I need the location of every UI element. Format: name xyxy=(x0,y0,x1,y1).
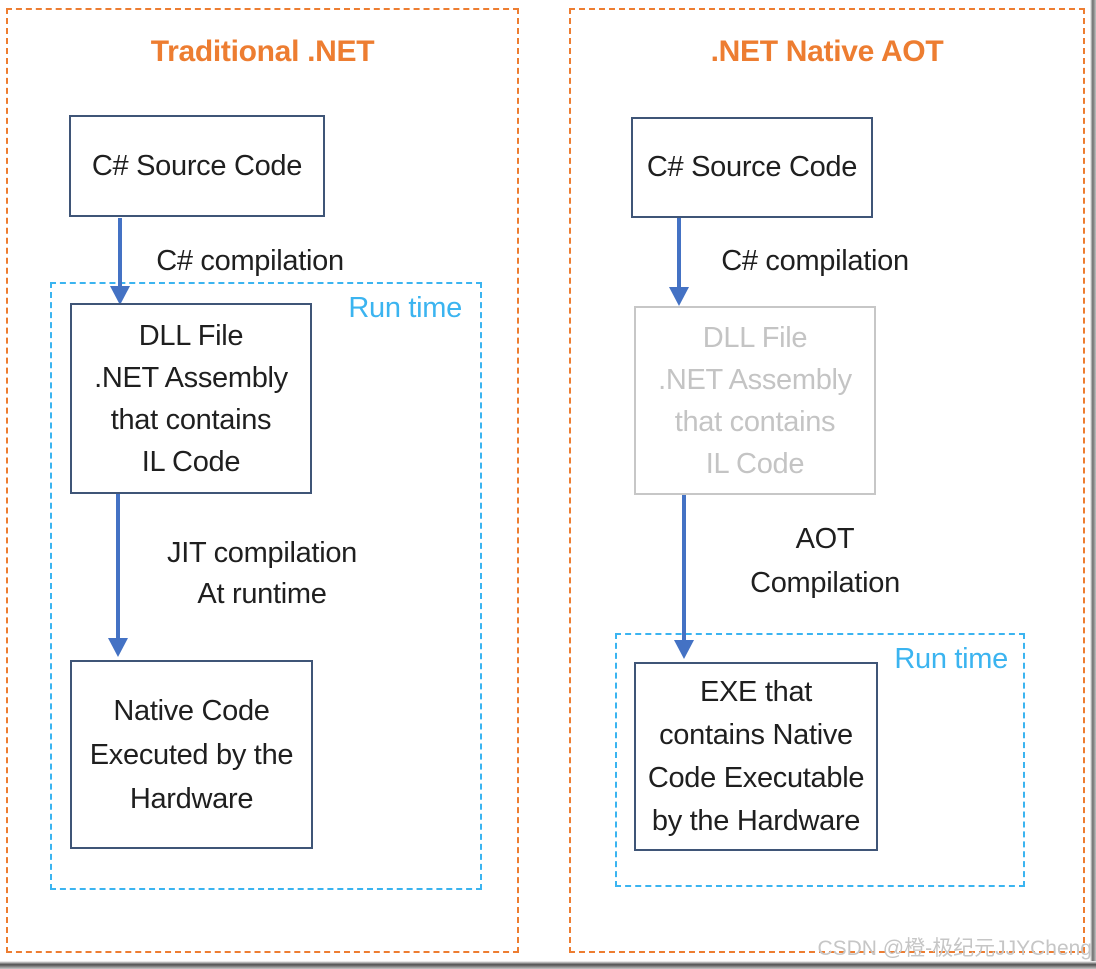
label-jit-compilation: JIT compilation At runtime xyxy=(167,533,357,615)
arrow-shaft xyxy=(677,218,681,287)
il-line-2: .NET Assembly xyxy=(94,361,288,394)
runtime-label-traditional: Run time xyxy=(348,292,462,324)
exe-lines: EXE that contains Native Code Executable… xyxy=(647,671,865,843)
arrow-head-icon xyxy=(110,286,130,305)
il-assembly-box-native-aot: DLL File .NET Assembly that contains IL … xyxy=(634,306,876,495)
source-code-box-traditional: C# Source Code xyxy=(69,115,325,217)
exe-box-native-aot: EXE that contains Native Code Executable… xyxy=(634,662,878,851)
il-line-1: DLL File xyxy=(702,321,808,354)
jit-label-line-2: At runtime xyxy=(197,578,327,610)
arrow-shaft xyxy=(682,495,686,641)
runtime-region-traditional: Run time xyxy=(50,282,482,890)
panel-traditional-title: Traditional .NET xyxy=(150,35,375,68)
runtime-label-native-aot: Run time xyxy=(894,643,1008,675)
aot-label-line-1: AOT xyxy=(795,523,855,555)
exe-line-1: EXE that xyxy=(699,675,813,708)
arrow-head-icon xyxy=(108,638,128,657)
native-line-3: Hardware xyxy=(129,782,254,815)
source-code-box-native-aot: C# Source Code xyxy=(631,117,873,218)
il-assembly-lines-ghost: DLL File .NET Assembly that contains IL … xyxy=(658,317,852,485)
label-csharp-compilation-native-aot: C# compilation xyxy=(721,245,909,277)
il-line-4: IL Code xyxy=(705,447,805,480)
exe-line-2: contains Native xyxy=(659,718,853,751)
il-assembly-lines: DLL File .NET Assembly that contains IL … xyxy=(94,315,288,483)
jit-label-line-1: JIT compilation xyxy=(167,537,357,569)
il-line-3: that contains xyxy=(674,405,836,438)
native-line-2: Executed by the xyxy=(89,738,294,771)
source-code-label-traditional: C# Source Code xyxy=(91,149,303,182)
il-line-3: that contains xyxy=(110,403,272,436)
native-code-box-traditional: Native Code Executed by the Hardware xyxy=(70,660,313,849)
screenshot-right-border xyxy=(1090,0,1096,969)
native-line-1: Native Code xyxy=(113,694,270,727)
arrow-shaft xyxy=(118,218,122,287)
il-assembly-box-traditional: DLL File .NET Assembly that contains IL … xyxy=(70,303,312,494)
screenshot-bottom-border xyxy=(0,961,1096,969)
exe-line-3: Code Executable xyxy=(647,761,865,794)
csdn-watermark: CSDN @橙-极纪元JJYCheng xyxy=(817,937,1092,960)
aot-label-line-2: Compilation xyxy=(750,567,900,599)
panel-traditional-frame xyxy=(6,8,519,953)
il-line-4: IL Code xyxy=(141,445,241,478)
label-aot-compilation: AOT Compilation xyxy=(750,517,900,605)
panel-native-aot-title: .NET Native AOT xyxy=(710,35,944,68)
arrow-head-icon xyxy=(674,640,694,659)
exe-line-4: by the Hardware xyxy=(651,804,861,837)
il-line-1: DLL File xyxy=(138,319,244,352)
runtime-region-native-aot: Run time xyxy=(615,633,1025,887)
il-line-2: .NET Assembly xyxy=(658,363,852,396)
native-code-lines: Native Code Executed by the Hardware xyxy=(89,689,294,821)
panel-native-aot-frame xyxy=(569,8,1085,953)
source-code-label-native-aot: C# Source Code xyxy=(646,151,858,183)
arrow-shaft xyxy=(116,494,120,639)
arrow-head-icon xyxy=(669,287,689,306)
label-csharp-compilation-traditional: C# compilation xyxy=(156,245,344,277)
